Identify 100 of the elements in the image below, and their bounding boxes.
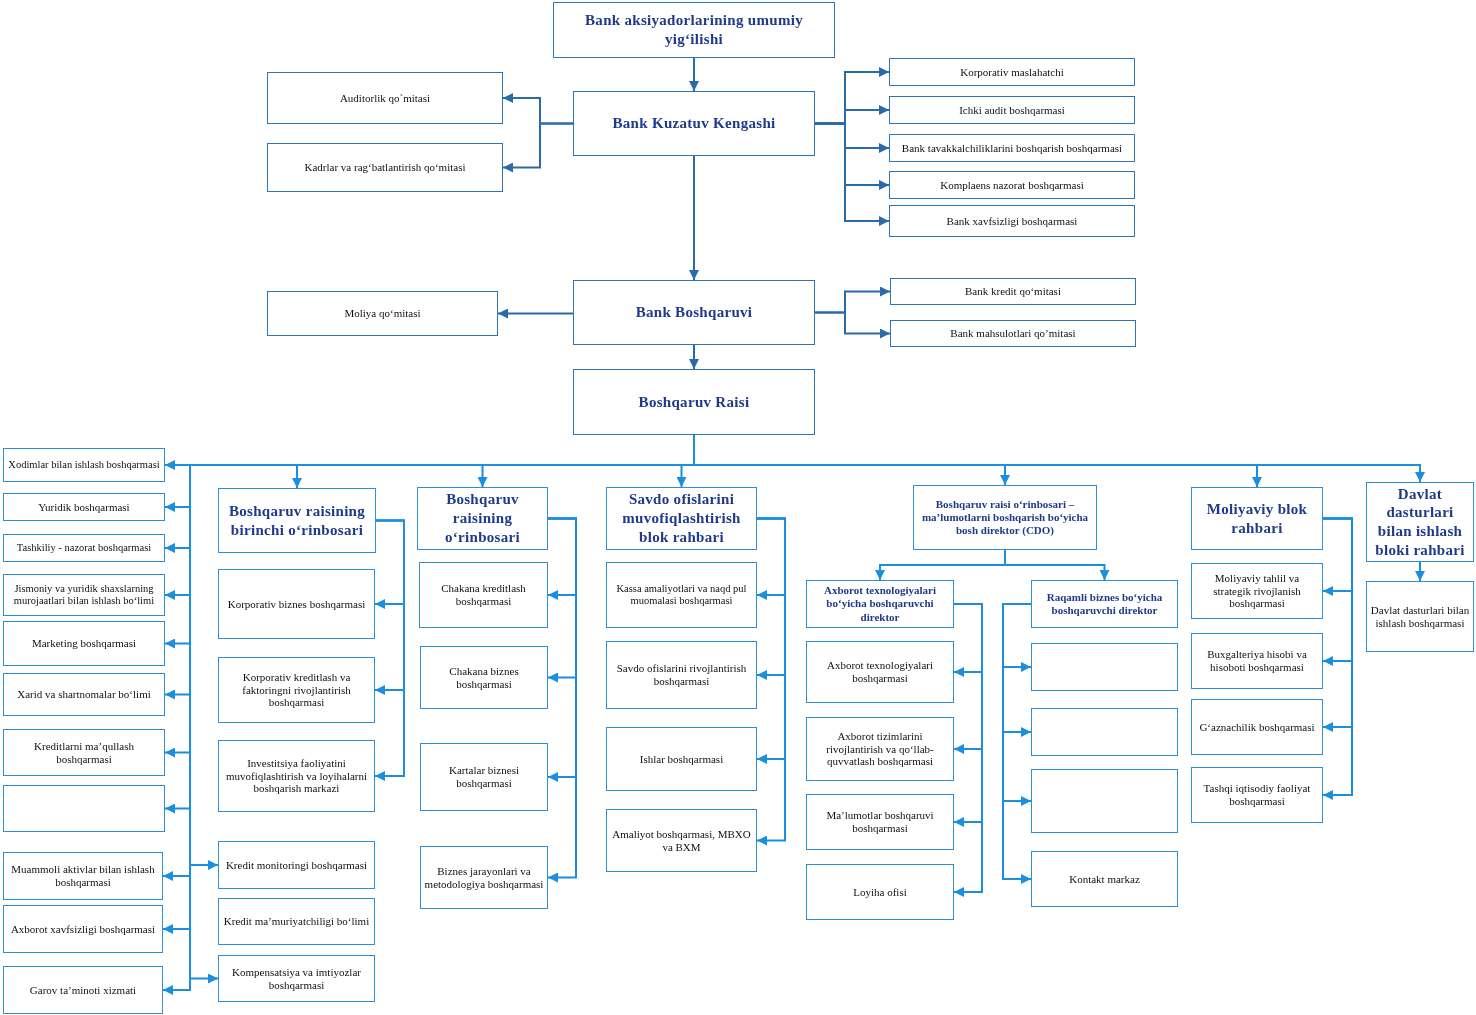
unit-name: Bank tavakkalchiliklarini boshqarish boshqarmasi xyxy=(901,141,1123,155)
org-box xyxy=(1191,699,1323,755)
unit-name: Davlat dasturlari bilan ishlash boshqarmasi xyxy=(1370,603,1470,630)
unit-title: Bank Kuzatuv Kengashi xyxy=(612,114,776,133)
org-box xyxy=(1191,633,1323,689)
unit-name: Komplaens nazorat boshqarmasi xyxy=(940,178,1084,192)
unit-name: Biznes jarayonlari va metodologiya boshqarmasi xyxy=(424,864,544,891)
org-box xyxy=(3,534,165,562)
org-box xyxy=(889,96,1135,124)
unit-name: Axborot tizimlarini rivojlantirish va qo‘llab-quvvatlash boshqarmasi xyxy=(825,729,935,769)
org-box xyxy=(1191,487,1323,550)
org-box xyxy=(3,785,165,832)
unit-name: Korporativ maslahatchi xyxy=(960,65,1064,79)
unit-name: Kontakt markaz xyxy=(1069,872,1140,886)
org-box xyxy=(218,898,375,945)
unit-title: Axborot texnologiyalari bo‘yicha boshqaruvchi direktor xyxy=(823,584,937,624)
org-box xyxy=(1191,563,1323,619)
unit-title: Boshqaruv raisining birinchi o‘rinbosari xyxy=(227,501,367,540)
unit-name: Kompensatsiya va imtiyozlar boshqarmasi xyxy=(231,965,362,992)
org-box xyxy=(606,487,757,550)
org-box xyxy=(419,562,548,628)
unit-title: Savdo ofislarini muvofiqlashtirish blok rahbari xyxy=(621,490,742,547)
unit-name: Moliyaviy tahlil va strategik rivojlanish boshqarmasi xyxy=(1212,571,1302,611)
connector-arrow xyxy=(497,308,574,319)
unit-title: Boshqaruv raisi o‘rinbosari – ma’lumotlarni boshqarish bo‘yicha bosh direktor (CDO) xyxy=(920,497,1090,538)
org-box xyxy=(420,743,548,811)
org-box xyxy=(3,673,165,716)
org-box xyxy=(218,740,375,812)
unit-name: G‘aznachilik boshqarmasi xyxy=(1199,720,1315,734)
org-box xyxy=(890,278,1136,305)
unit-name: Kartalar biznesi boshqarmasi xyxy=(448,764,520,790)
unit-name: Xodimlar bilan ishlash boshqarmasi xyxy=(8,458,160,472)
org-box xyxy=(606,727,757,791)
unit-name: Bank mahsulotlari qo’mitasi xyxy=(950,327,1076,340)
unit-name: Auditorlik qo`mitasi xyxy=(339,91,431,105)
org-box xyxy=(218,657,375,723)
unit-name: Kassa amaliyotlari va naqd pul muomalasi boshqarmasi xyxy=(615,582,748,608)
unit-name: Marketing boshqarmasi xyxy=(31,637,137,650)
unit-name: Garov ta’minoti xizmati xyxy=(29,983,137,997)
org-box xyxy=(420,846,548,909)
connector-arrow xyxy=(547,517,577,883)
connector-arrow xyxy=(1004,549,1110,581)
org-box xyxy=(420,646,548,709)
unit-title: Boshqaruv raisining o‘rinbosari xyxy=(444,490,521,547)
org-box xyxy=(573,369,815,435)
unit-name: Chakana biznes boshqarmasi xyxy=(448,664,520,691)
org-box xyxy=(806,717,954,781)
unit-name: Tashqi iqtisodiy faoliyat boshqarmasi xyxy=(1202,782,1312,808)
org-box xyxy=(218,841,375,889)
org-box xyxy=(606,641,757,709)
org-box xyxy=(1031,580,1178,628)
unit-name: Loyiha ofisi xyxy=(853,885,907,899)
org-box xyxy=(3,852,163,900)
unit-name: Amaliyot boshqarmasi, MBXO va BXM xyxy=(611,827,752,854)
org-box xyxy=(218,955,375,1002)
org-box xyxy=(806,794,954,850)
connector-arrow xyxy=(1002,603,1032,884)
org-box xyxy=(606,562,757,628)
org-box xyxy=(889,134,1135,162)
connector-arrow xyxy=(689,344,699,370)
unit-name: Tashkiliy - nazorat boshqarmasi xyxy=(16,541,152,555)
org-box xyxy=(218,488,376,553)
org-box xyxy=(573,280,815,345)
unit-name: Muammoli aktivlar bilan ishlash boshqarmasi xyxy=(10,863,156,889)
connector-arrow xyxy=(1322,517,1353,800)
unit-name: Korporativ biznes boshqarmasi xyxy=(227,597,366,611)
unit-name: Ichki audit boshqarmasi xyxy=(959,103,1065,117)
org-box xyxy=(806,641,954,703)
org-box xyxy=(417,487,548,550)
org-box xyxy=(3,574,165,616)
org-box xyxy=(267,291,498,336)
unit-name: Kadrlar va rag‘batlantirish qo‘mitasi xyxy=(304,161,466,174)
unit-title: Bank Boshqaruvi xyxy=(635,303,753,322)
unit-name: Moliya qo‘mitasi xyxy=(344,307,421,320)
unit-name: Ishlar boshqarmasi xyxy=(639,752,724,766)
org-box xyxy=(890,320,1136,347)
org-box xyxy=(1031,708,1178,756)
unit-name: Kredit ma’muriyatchiligi bo‘limi xyxy=(223,915,370,928)
connector-arrow xyxy=(756,517,786,846)
connector-arrow xyxy=(374,519,405,781)
unit-name: Ma’lumotlar boshqaruvi boshqarmasi xyxy=(825,809,935,835)
org-box xyxy=(889,171,1135,199)
org-box xyxy=(806,864,954,920)
org-box xyxy=(3,966,163,1014)
org-box xyxy=(1191,767,1323,823)
connector-arrow xyxy=(953,603,983,897)
unit-name: Chakana kreditlash boshqarmasi xyxy=(440,582,527,608)
org-box xyxy=(806,580,954,628)
unit-name: Kredit monitoringi boshqarmasi xyxy=(225,858,368,872)
org-box xyxy=(606,809,757,872)
connector-arrow xyxy=(502,122,574,173)
unit-name: Jismoniy va yuridik shaxslarning murojaatlari bilan ishlash bo‘limi xyxy=(12,582,156,608)
unit-title: Davlat dasturlari bilan ishlash bloki rahbari xyxy=(1374,484,1466,560)
unit-title: Bank aksiyadorlarining umumiy yig‘ilishi xyxy=(584,11,804,49)
org-box xyxy=(1031,769,1178,833)
unit-title: Moliyaviy blok rahbari xyxy=(1205,499,1309,538)
unit-name: Yuridik boshqarmasi xyxy=(38,500,130,514)
unit-name: Axborot xavfsizligi boshqarmasi xyxy=(10,922,156,936)
org-box xyxy=(267,143,503,192)
org-box xyxy=(218,569,375,639)
